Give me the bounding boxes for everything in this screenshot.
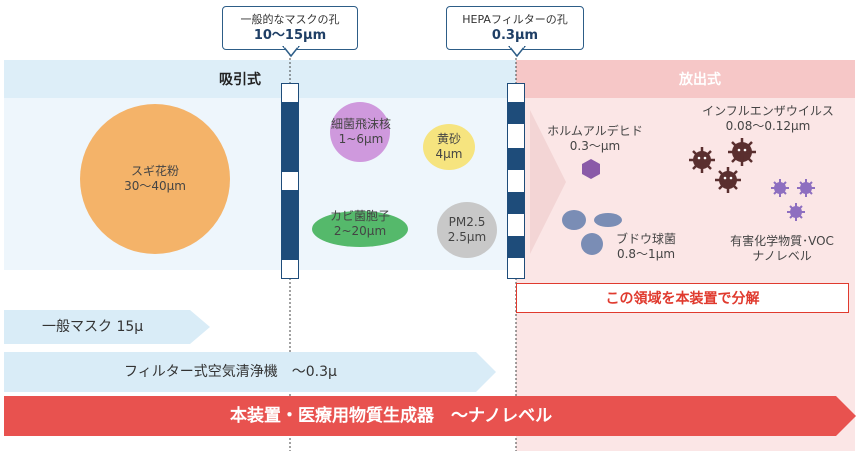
pollen-size: 30〜40μm <box>124 179 186 193</box>
pm25-name: PM2.5 <box>448 215 486 229</box>
release-header-band <box>516 60 855 98</box>
sand-circle: 黄砂 4μm <box>423 124 475 170</box>
mask-pore-callout-line2: 10〜15μm <box>253 28 327 43</box>
sand-name: 黄砂 <box>436 132 461 146</box>
hepa-filter-bar <box>507 83 525 279</box>
hepa-pore-callout: HEPAフィルターの孔 0.3μm <box>446 6 584 50</box>
mask-callout-pointer <box>282 46 300 58</box>
mold-size: 2~20μm <box>333 224 387 238</box>
decompose-region-label: この領域を本装置で分解 <box>516 283 849 313</box>
voc-size: ナノレベル <box>752 249 812 263</box>
mold-label: カビ菌胞子 2~20μm <box>306 206 414 242</box>
release-zone <box>516 60 855 451</box>
staph-size: 0.8〜1μm <box>616 247 676 261</box>
release-zone-title: 放出式 <box>679 72 721 88</box>
mask-pore-callout: 一般的なマスクの孔 10〜15μm <box>222 6 358 50</box>
influenza-virus-icons <box>689 138 756 193</box>
staph-icons <box>562 210 622 255</box>
staph-name: ブドウ球菌 <box>615 232 676 246</box>
voc-icons <box>771 179 815 221</box>
influenza-size: 0.08〜0.12μm <box>725 119 811 133</box>
formaldehyde-icon <box>582 159 600 179</box>
suction-header-band <box>4 60 516 98</box>
pm25-circle: PM2.5 2.5μm <box>437 202 497 258</box>
voc-label: 有害化学物質･VOC ナノレベル <box>712 234 852 264</box>
formaldehyde-label: ホルムアルデヒド 0.3〜μm <box>540 124 650 154</box>
filter-arrow-shape <box>4 352 496 392</box>
mask-pore-callout-line1: 一般的なマスクの孔 <box>240 13 340 26</box>
droplet-name: 細菌飛沫核 <box>330 117 391 131</box>
formaldehyde-size: 0.3〜μm <box>569 139 621 153</box>
pollen-circle: スギ花粉 30〜40μm <box>80 104 230 254</box>
mask-arrow-label: 一般マスク 15μ <box>42 319 144 335</box>
droplet-size: 1~6μm <box>338 132 384 146</box>
hepa-pore-callout-line2: 0.3μm <box>491 28 539 43</box>
mold-ellipse <box>312 211 408 247</box>
influenza-name: インフルエンザウイルス <box>702 104 834 118</box>
device-arrow-label: 本装置・医療用物質生成器 〜ナノレベル <box>230 406 553 426</box>
pollen-name: スギ花粉 <box>130 164 179 178</box>
device-arrow-shape <box>4 396 856 436</box>
pm25-size: 2.5μm <box>447 230 487 244</box>
flow-arrow-shape <box>530 110 566 254</box>
mask-arrow-shape <box>4 310 210 344</box>
hepa-callout-pointer <box>508 46 526 58</box>
filter-arrow-label: フィルター式空気清浄機 〜0.3μ <box>124 364 337 380</box>
droplet-circle <box>330 102 390 162</box>
voc-name: 有害化学物質･VOC <box>730 234 834 248</box>
sand-size: 4μm <box>435 147 463 161</box>
mask-filter-bar <box>281 83 299 279</box>
staph-label: ブドウ球菌 0.8〜1μm <box>596 232 696 262</box>
hepa-pore-callout-line1: HEPAフィルターの孔 <box>462 13 568 26</box>
formaldehyde-name: ホルムアルデヒド <box>547 124 643 138</box>
influenza-label: インフルエンザウイルス 0.08〜0.12μm <box>688 104 848 134</box>
mold-name: カビ菌胞子 <box>329 209 390 223</box>
suction-zone-title: 吸引式 <box>219 72 261 88</box>
droplet-label: 細菌飛沫核 1~6μm <box>316 114 406 150</box>
